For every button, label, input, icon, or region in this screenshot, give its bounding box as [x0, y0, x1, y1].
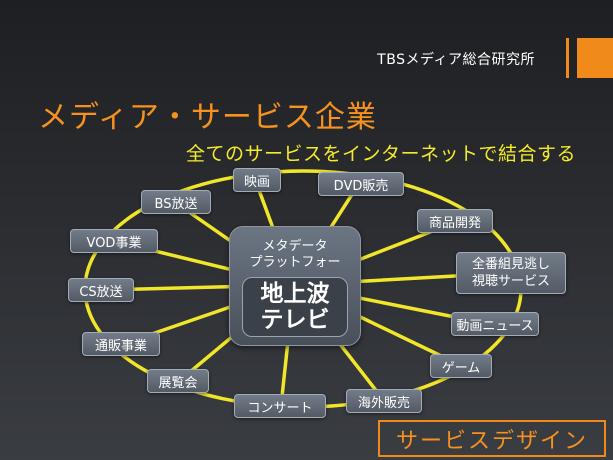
node-exhibition: 展覧会 — [147, 369, 209, 393]
metadata-platform-box: メタデータ プラットフォー 地上波 テレビ — [229, 226, 361, 346]
platform-label-line2: プラットフォー — [249, 255, 341, 270]
node-dvd-sales: DVD販売 — [318, 172, 404, 196]
node-game: ゲーム — [430, 354, 492, 378]
node-video-news: 動画ニュース — [451, 312, 539, 336]
slide-subtitle: 全てのサービスをインターネットで結合する — [186, 143, 577, 165]
slide-title: メディア・サービス企業 — [38, 100, 377, 135]
node-bs-broadcast: BS放送 — [141, 190, 211, 214]
node-catchup-line2: 視聴サービス — [471, 274, 550, 289]
node-movie: 映画 — [233, 168, 281, 192]
node-product-development: 商品開発 — [417, 209, 493, 233]
node-vod-business: VOD事業 — [70, 229, 158, 253]
terrestrial-tv-line2: テレビ — [260, 307, 330, 333]
node-catchup-line1: 全番組見逃し — [471, 257, 550, 272]
node-mail-order: 通販事業 — [82, 332, 160, 356]
node-overseas-sales: 海外販売 — [346, 389, 422, 413]
terrestrial-tv-line1: 地上波 — [260, 281, 330, 307]
terrestrial-tv-box: 地上波 テレビ — [242, 277, 348, 337]
node-concert: コンサート — [234, 394, 326, 418]
accent-bar — [566, 38, 613, 78]
organization-name: TBSメディア総合研究所 — [377, 52, 535, 68]
node-cs-broadcast: CS放送 — [68, 278, 134, 302]
service-design-badge: サービスデザイン — [378, 420, 606, 457]
node-catchup-service: 全番組見逃し 視聴サービス — [456, 252, 566, 294]
platform-label-line1: メタデータ — [262, 239, 328, 254]
